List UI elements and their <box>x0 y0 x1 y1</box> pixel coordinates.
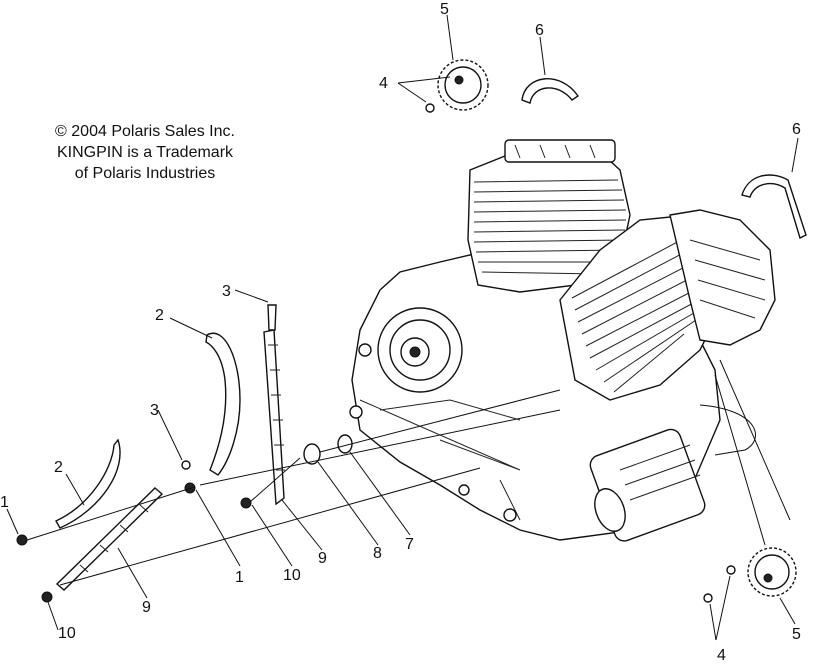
callout-1-mid: 1 <box>235 569 244 586</box>
bolt-10-mid <box>240 497 252 509</box>
rear-cylinder <box>467 139 631 293</box>
callout-5-top: 5 <box>440 1 449 18</box>
bolt-top <box>425 103 435 113</box>
callout-9-left: 9 <box>142 599 151 616</box>
bolt-3-upper <box>267 304 277 331</box>
spacer-8 <box>303 443 321 465</box>
chain-guide-lower <box>55 438 121 529</box>
bolt-1-left <box>16 534 28 546</box>
callout-4-top: 4 <box>379 75 388 92</box>
chain-guide-upper <box>205 332 241 476</box>
engine-assembly <box>349 139 776 542</box>
callout-7: 7 <box>405 536 414 553</box>
callout-3-lower: 3 <box>150 402 159 419</box>
callout-6-right: 6 <box>792 121 801 138</box>
callout-4-bottom: 4 <box>717 647 726 664</box>
callout-8: 8 <box>373 545 382 562</box>
copyright-notice: © 2004 Polaris Sales Inc. KINGPIN is a T… <box>40 121 250 184</box>
callout-10-mid: 10 <box>283 567 301 584</box>
callout-3-upper: 3 <box>222 283 231 300</box>
callout-6-top: 6 <box>535 22 544 39</box>
bolt-bottom-upper <box>726 565 736 575</box>
cam-gear <box>377 307 463 393</box>
copyright-line-2: KINGPIN is a Trademark <box>56 144 234 161</box>
callout-5-bottom: 5 <box>792 626 801 643</box>
tensioner-lower <box>55 487 164 591</box>
bolt-10-left <box>41 591 53 603</box>
copyright-line-3: of Polaris Industries <box>74 165 216 182</box>
starter-motor <box>589 428 706 542</box>
bolt-3-lower <box>181 460 191 470</box>
bolt-bottom-lower <box>703 593 713 603</box>
tensioner-upper <box>263 329 285 506</box>
seal-right <box>741 174 807 239</box>
sprocket-top <box>437 59 489 111</box>
sprocket-bottom <box>747 547 797 597</box>
callout-1-left: 1 <box>0 494 9 511</box>
callout-9-mid: 9 <box>318 550 327 567</box>
copyright-line-1: © 2004 Polaris Sales Inc. <box>55 123 235 140</box>
callout-2-upper: 2 <box>155 307 164 324</box>
callout-10-left: 10 <box>58 625 76 642</box>
seal-top <box>521 78 579 104</box>
callout-2-lower: 2 <box>54 459 63 476</box>
